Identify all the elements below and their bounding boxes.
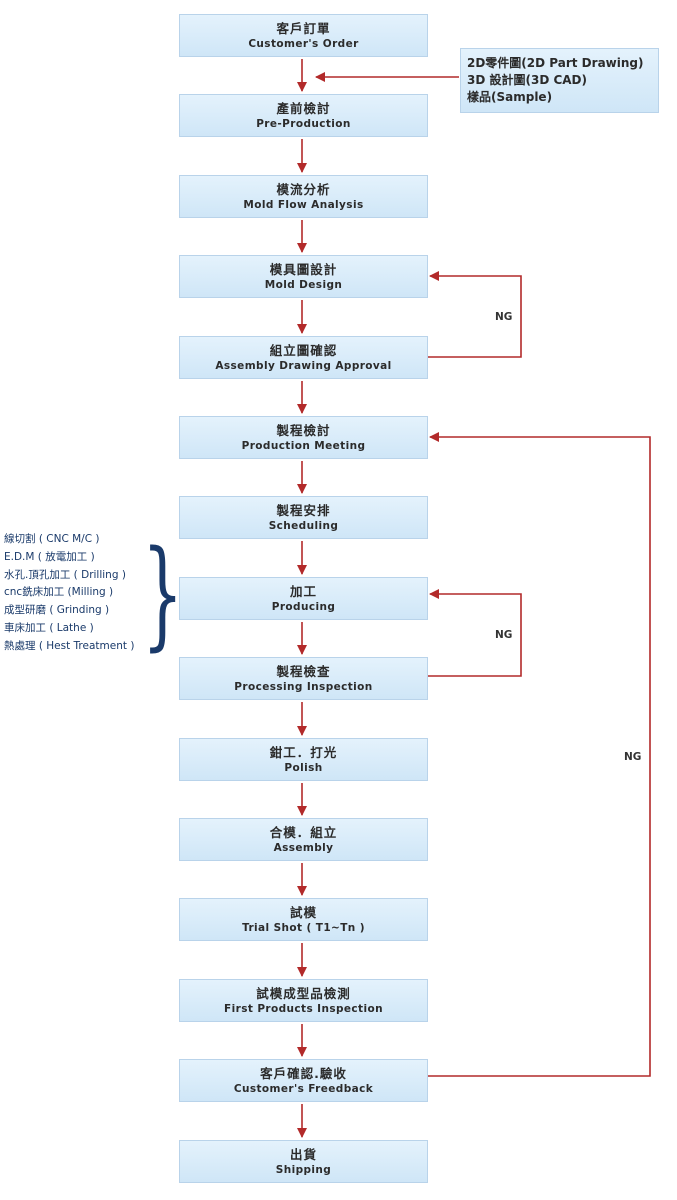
step-label-en: Production Meeting (241, 439, 366, 452)
step-label-en: Customer's Order (248, 37, 359, 50)
process-item: E.D.M ( 放電加工 ) (4, 550, 95, 563)
step-label-zh: 產前檢討 (276, 100, 331, 116)
step-label-zh: 組立圖確認 (269, 342, 338, 358)
input-documents-box: 2D零件圖(2D Part Drawing) 3D 設計圖(3D CAD) 樣品… (460, 48, 659, 113)
step-label-en: Scheduling (268, 519, 339, 532)
ng-loop-design (428, 271, 522, 358)
process-item: 水孔.頂孔加工 ( Drilling ) (4, 568, 126, 581)
ng-loop-feedback (428, 432, 651, 1077)
step-label-en: Trial Shot ( T1~Tn ) (242, 921, 365, 934)
input-item: 3D 設計圖(3D CAD) (467, 73, 588, 87)
ng-label-feedback: NG (624, 751, 642, 763)
step-label-zh: 鉗工．打光 (269, 744, 338, 760)
ng-loop-processing (428, 589, 522, 677)
step-label-en: Pre-Production (256, 117, 351, 130)
step-label-zh: 試模成型品檢測 (256, 985, 351, 1001)
ng-label-processing: NG (495, 629, 513, 641)
process-list: 線切割 ( CNC M/C ) E.D.M ( 放電加工 ) 水孔.頂孔加工 (… (4, 531, 134, 656)
step-label-en: First Products Inspection (224, 1002, 383, 1015)
step-label-en: Assembly Drawing Approval (215, 359, 392, 372)
process-item: cnc銑床加工 (Milling ) (4, 586, 114, 599)
step-label-en: Mold Flow Analysis (243, 198, 364, 211)
step-label-en: Shipping (275, 1163, 332, 1176)
step-label-en: Mold Design (264, 278, 343, 291)
ng-label-design: NG (495, 311, 513, 323)
step-label-zh: 客戶確認.驗收 (260, 1065, 347, 1081)
input-item: 2D零件圖(2D Part Drawing) (467, 56, 644, 70)
step-label-zh: 加工 (289, 583, 317, 599)
process-item: 車床加工 ( Lathe ) (4, 621, 94, 634)
step-label-zh: 製程檢查 (276, 663, 331, 679)
step-label-zh: 製程安排 (276, 502, 331, 518)
step-label-en: Polish (284, 761, 323, 774)
process-item: 線切割 ( CNC M/C ) (4, 533, 100, 545)
step-label-en: Processing Inspection (234, 680, 373, 693)
process-item: 熱處理 ( Hest Treatment ) (4, 639, 135, 652)
step-label-zh: 合模．組立 (269, 824, 338, 840)
step-label-en: Assembly (273, 841, 334, 854)
step-label-en: Customer's Freedback (233, 1082, 374, 1095)
process-item: 成型研磨 ( Grinding ) (4, 604, 110, 617)
step-label-zh: 客戶訂單 (276, 20, 331, 36)
step-label-zh: 製程檢討 (276, 422, 331, 438)
step-label-en: Producing (271, 600, 336, 613)
step-label-zh: 模具圖設計 (269, 261, 338, 277)
step-label-zh: 模流分析 (276, 181, 331, 197)
step-label-zh: 出貨 (289, 1146, 317, 1162)
right-brace-icon: } (142, 524, 184, 662)
step-label-zh: 試模 (289, 904, 317, 920)
input-item: 樣品(Sample) (467, 90, 553, 104)
